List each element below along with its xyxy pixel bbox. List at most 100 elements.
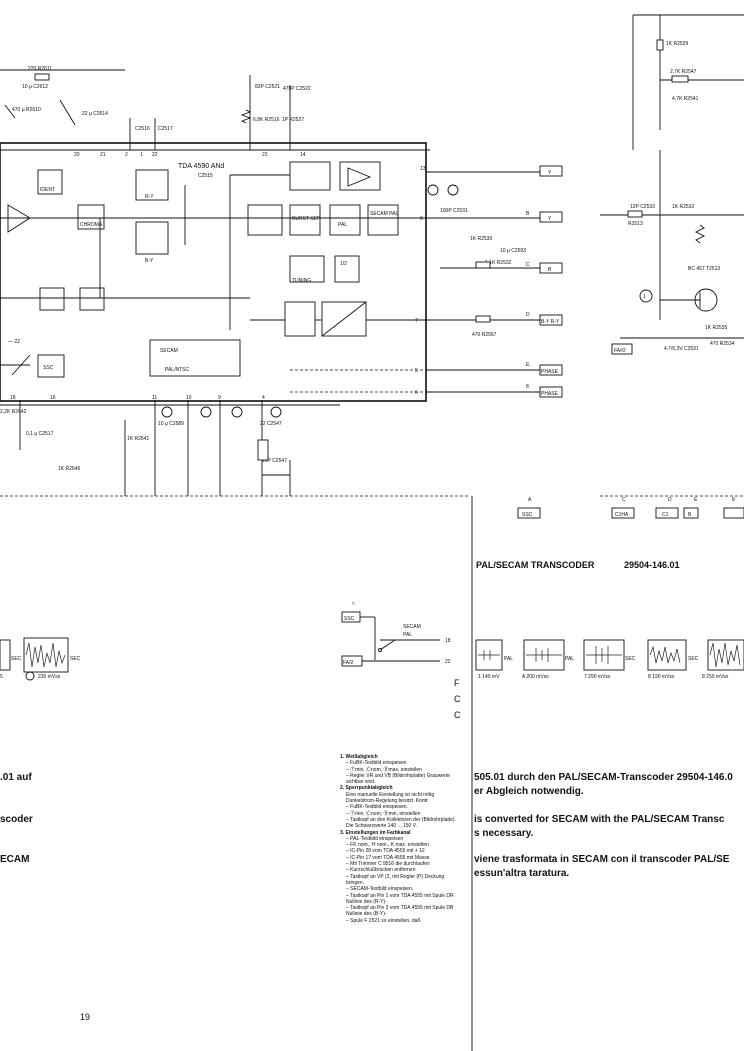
ic-name: TDA 4590 ANd (178, 163, 224, 170)
block-secam-pal (367, 204, 399, 236)
svg-text:SSC: SSC (43, 365, 54, 371)
svg-text:FA/2: FA/2 (343, 660, 354, 666)
svg-text:1 140 mV: 1 140 mV (478, 674, 500, 680)
svg-text:1: 1 (643, 294, 646, 300)
label-r2516: 6,8K R2516 (253, 117, 280, 123)
svg-text:470 R2534: 470 R2534 (710, 341, 735, 347)
label-c2614: 22 μ C2614 (82, 111, 108, 117)
italian-line-right-1: viene trasformata in SECAM con il transc… (474, 854, 730, 865)
svg-text:SSC: SSC (522, 512, 533, 518)
svg-text:1K R2532: 1K R2532 (672, 204, 694, 210)
svg-text:E: E (694, 497, 698, 503)
svg-text:SECAM: SECAM (160, 348, 178, 354)
svg-text:1K R2646: 1K R2646 (58, 466, 80, 472)
fragment-f: F (454, 678, 460, 688)
svg-text:C: C (622, 497, 626, 503)
svg-text:C2516: C2516 (135, 126, 150, 132)
svg-text:R-Y: R-Y (145, 194, 154, 200)
svg-text:8: 8 (526, 384, 529, 390)
block-secam-pal-switch (149, 339, 241, 377)
block-delay (289, 161, 331, 191)
svg-text:SEC: SEC (11, 656, 22, 662)
svg-text:1K R2535: 1K R2535 (705, 325, 727, 331)
svg-text:IDENT: IDENT (40, 187, 55, 193)
svg-text:1,1K R2532: 1,1K R2532 (485, 260, 512, 266)
svg-text:C2517: C2517 (158, 126, 173, 132)
svg-text:10: 10 (186, 395, 192, 401)
svg-text:1: 1 (140, 152, 143, 158)
svg-text:4,7/6,3V C2531: 4,7/6,3V C2531 (664, 346, 699, 352)
english-line-left: scoder (0, 814, 33, 825)
svg-text:18: 18 (10, 395, 16, 401)
svg-text:C1: C1 (662, 512, 669, 518)
svg-text:1K R2530: 1K R2530 (470, 236, 492, 242)
fragment-c-2: C (454, 710, 461, 720)
label-r2527: 1P R2527 (282, 117, 304, 123)
block-tuning (289, 255, 325, 283)
block-amplifier (7, 204, 31, 233)
svg-text:Y: Y (548, 170, 552, 176)
ic-ref: C2515 (198, 173, 213, 179)
svg-text:D: D (668, 497, 672, 503)
output-phase-2 (539, 386, 563, 398)
svg-text:B-Y R-Y: B-Y R-Y (541, 319, 560, 325)
block-pal-sw (79, 287, 105, 311)
svg-text:230 mVss: 230 mVss (38, 674, 61, 680)
svg-text:22 C2547: 22 C2547 (260, 421, 282, 427)
ic-pin-row-right: 8 7 5 6 (415, 216, 423, 396)
svg-text:BURST SEP.: BURST SEP. (292, 216, 321, 222)
ic-outputs-network: 100P C2531 1K R2530 10 μ C2593 1,1K R253… (426, 171, 540, 393)
label-r2610: 470 μ R2610 (12, 107, 41, 113)
svg-text:BC 457 T2513: BC 457 T2513 (688, 266, 720, 272)
ic-pin-row-top: 20 21 2 1 22 23 14 13 (74, 152, 426, 172)
svg-text:8: 8 (732, 497, 735, 503)
svg-text:9: 9 (218, 395, 221, 401)
waveforms-right: PAL 1 140 mV PAL A 200 mVss SEC 7 290 mV… (475, 639, 744, 680)
svg-text:0,1 μ C2517: 0,1 μ C2517 (26, 431, 54, 437)
bottom-switch-diagram: SSC FA/2 SECAM PAL 18 22 ≈ (341, 601, 451, 667)
svg-text:B: B (688, 512, 692, 518)
svg-text:FA#2: FA#2 (614, 348, 626, 354)
svg-text:B: B (548, 267, 552, 273)
svg-text:SEC: SEC (70, 656, 81, 662)
svg-text:PAL: PAL (504, 656, 513, 662)
svg-text:8 190 mVss: 8 190 mVss (648, 674, 675, 680)
svg-text:PAL: PAL (565, 656, 574, 662)
svg-text:PHASE: PHASE (541, 369, 559, 375)
svg-text:7: 7 (415, 318, 418, 324)
svg-text:SEC: SEC (688, 656, 699, 662)
svg-text:D: D (526, 312, 530, 318)
svg-text:C: C (526, 262, 530, 268)
svg-text:A 200 mVss: A 200 mVss (522, 674, 549, 680)
fragment-c-1: C (454, 694, 461, 704)
svg-text:16: 16 (50, 395, 56, 401)
ic-tda4590-outline (0, 142, 427, 402)
ssc-connector-top: A SSC (517, 497, 541, 519)
ic-bottom-network: 18 16 11 10 9 4 2,2K R2642 0,1 μ C2517 1… (0, 395, 470, 497)
svg-text:2: 2 (125, 152, 128, 158)
german-line-left: .01 auf (0, 772, 32, 783)
svg-text:A: A (528, 497, 532, 503)
output-phase-1 (539, 364, 563, 376)
svg-text:18: 18 (445, 638, 451, 644)
block-burst-sep (289, 204, 321, 236)
svg-text:2,2K R2642: 2,2K R2642 (0, 409, 27, 415)
output-y-2 (539, 211, 563, 223)
svg-text:21: 21 (100, 152, 106, 158)
block-ssc (37, 354, 65, 378)
adjustment-notes: 1. Weißabgleich – FuBK-Testbild einspeis… (340, 754, 456, 924)
svg-text:8 250 mVss: 8 250 mVss (702, 674, 729, 680)
label-c2522: 470P C2522 (283, 86, 311, 92)
block-pll (39, 287, 65, 311)
transcoder-title: PAL/SECAM TRANSCODER (476, 560, 595, 570)
svg-text:CHROMA: CHROMA (80, 222, 103, 228)
svg-text:4: 4 (262, 395, 265, 401)
svg-text:10 μ C2593: 10 μ C2593 (500, 248, 526, 254)
english-line-right-2: s necessary. (474, 828, 534, 839)
waveforms-left: SEC SEC 5 230 mVss (0, 637, 81, 681)
svg-text:PAL: PAL (338, 222, 347, 228)
svg-text:470 R2567: 470 R2567 (472, 332, 497, 338)
svg-text:1K R2641: 1K R2641 (127, 436, 149, 442)
block-pal (329, 204, 361, 236)
ic-internal-blocks: IDENT CHROMA R-Y B-Y BURST SEP. PAL SECA… (0, 161, 430, 393)
